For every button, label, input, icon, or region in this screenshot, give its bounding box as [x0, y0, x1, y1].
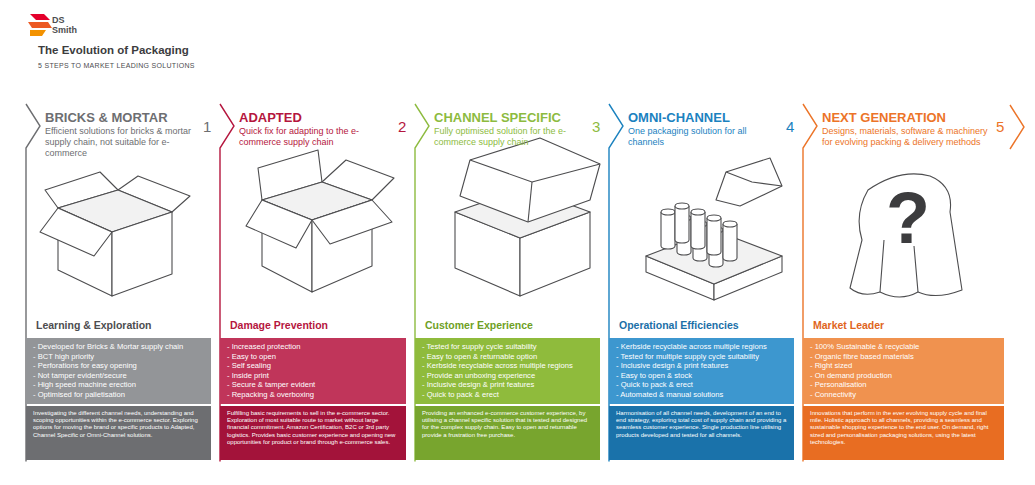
- bullet-text: - Optimised for palletisation: [33, 390, 206, 400]
- description-panel: Innovations that perform in the ever evo…: [803, 406, 1004, 460]
- bullet-text: - Easy to open & returnable option: [422, 352, 595, 362]
- description-text: Harmonisation of all channel needs, deve…: [616, 410, 789, 440]
- bullet-panel: - Increased protection- Easy to open- Se…: [220, 338, 406, 404]
- bullet-text: - Personalisation: [810, 380, 999, 390]
- subtitle: 5 STEPS TO MARKET LEADING SOLUTIONS: [38, 62, 195, 69]
- bullet-text: - Inclusive design & print features: [422, 380, 595, 390]
- bullet-text: - BCT high priority: [33, 352, 206, 362]
- step-subheading: Efficient solutions for bricks & mortar …: [45, 126, 197, 159]
- bullet-text: - Quick to pack & erect: [616, 380, 789, 390]
- bullet-text: - Inside print: [227, 371, 401, 381]
- step-column: ADAPTEDQuick fix for adapting to the e-c…: [219, 100, 414, 462]
- step-heading: BRICKS & MORTAR: [45, 110, 197, 125]
- bullet-text: - Quick to pack & erect: [422, 390, 595, 400]
- bullet-text: - Kerbside recyclable across multiple re…: [616, 342, 789, 352]
- can-top: [691, 209, 705, 215]
- description-text: Innovations that perform in the ever evo…: [810, 410, 999, 447]
- cans: [646, 203, 782, 284]
- step-column: NEXT GENERATIONDesigns, materials, softw…: [802, 100, 1012, 462]
- question-mark: ?: [878, 178, 938, 258]
- band-text: Customer Experience: [425, 319, 600, 332]
- step-number: 2: [398, 118, 406, 135]
- can-body: [661, 212, 675, 249]
- bullet-panel: - Kerbside recyclable across multiple re…: [609, 338, 794, 404]
- band-text: Learning & Exploration: [36, 319, 211, 332]
- can-body: [691, 212, 705, 249]
- band-text: Damage Prevention: [230, 319, 406, 332]
- bullet-text: - Right sized: [810, 361, 999, 371]
- bullet-text: - Not tamper evident/secure: [33, 371, 206, 381]
- bullet-text: - High speed machine erection: [33, 380, 206, 390]
- step-number: 4: [786, 118, 794, 135]
- ds-smith-logo: [28, 14, 52, 36]
- band-label: Operational Efficiencies: [616, 316, 794, 336]
- step-heading: OMNI-CHANNEL: [628, 110, 780, 125]
- description-text: Investigating the different channel need…: [33, 410, 206, 440]
- bullet-text: - Perforations for easy opening: [33, 361, 206, 371]
- bullet-text: - Self sealing: [227, 361, 401, 371]
- can-top: [707, 215, 721, 221]
- band-text: Market Leader: [813, 319, 1004, 332]
- bullet-text: - Inclusive design & print features: [616, 361, 789, 371]
- bullet-text: - Developed for Bricks & Mortar supply c…: [33, 342, 206, 352]
- step-column: OMNI-CHANNELOne packaging solution for a…: [608, 100, 802, 462]
- description-panel: Providing an enhanced e-commerce custome…: [415, 406, 600, 460]
- step-number: 3: [592, 118, 600, 135]
- step-column: BRICKS & MORTAREfficient solutions for b…: [25, 100, 219, 462]
- can-top: [661, 209, 675, 215]
- title: The Evolution of Packaging: [38, 44, 189, 56]
- can-body: [707, 218, 721, 255]
- bullet-text: - Kerbside recyclable across multiple re…: [422, 361, 595, 371]
- can-top: [723, 221, 737, 227]
- bullet-text: - Easy to open: [227, 352, 401, 362]
- bullet-text: - Organic fibre based materials: [810, 352, 999, 362]
- bullet-text: - Repacking & overboxing: [227, 390, 401, 400]
- band-label: Customer Experience: [422, 316, 600, 336]
- step-number: 1: [203, 118, 211, 135]
- bullet-text: - On demand production: [810, 371, 999, 381]
- box-illustrations: [40, 138, 962, 300]
- description-panel: Harmonisation of all channel needs, deve…: [609, 406, 794, 460]
- description-text: Fulfilling basic requirements to sell in…: [227, 410, 401, 447]
- bullet-panel: - Tested for supply cycle suitability- E…: [415, 338, 600, 404]
- bullet-text: - Tested for supply cycle suitability: [422, 342, 595, 352]
- bullet-text: - Tested for multiple supply cycle suita…: [616, 352, 789, 362]
- step-subheading: Designs, materials, software & machinery…: [822, 126, 990, 148]
- bullet-text: - Provide an unboxing experience: [422, 371, 595, 381]
- step-heading: NEXT GENERATION: [822, 110, 990, 125]
- step-number: 5: [996, 118, 1004, 135]
- bullet-text: - Automated & manual solutions: [616, 390, 789, 400]
- bullet-text: - Connectivity: [810, 390, 999, 400]
- logo-text: DS: [52, 15, 65, 25]
- can-body: [675, 206, 689, 243]
- band-label: Learning & Exploration: [33, 316, 211, 336]
- end-chevron: [1010, 105, 1024, 149]
- description-panel: Fulfilling basic requirements to sell in…: [220, 406, 406, 460]
- step-subheading: Fully optimised solution for the e-comme…: [434, 126, 586, 148]
- step-heading: ADAPTED: [239, 110, 392, 125]
- step-subheading: Quick fix for adapting to the e-commerce…: [239, 126, 392, 148]
- band-label: Damage Prevention: [227, 316, 406, 336]
- logo-text: Smith: [52, 25, 77, 35]
- step-column: CHANNEL SPECIFICFully optimised solution…: [414, 100, 608, 462]
- bullet-panel: - Developed for Bricks & Mortar supply c…: [26, 338, 211, 404]
- bullet-text: - 100% Sustainable & recyclable: [810, 342, 999, 352]
- band-text: Operational Efficiencies: [619, 319, 794, 332]
- can-top: [675, 203, 689, 209]
- band-label: Market Leader: [810, 316, 1004, 336]
- step-heading: CHANNEL SPECIFIC: [434, 110, 586, 125]
- bullet-text: - Easy to open & stock: [616, 371, 789, 381]
- bullet-panel: - 100% Sustainable & recyclable- Organic…: [803, 338, 1004, 404]
- step-subheading: One packaging solution for all channels: [628, 126, 780, 148]
- description-panel: Investigating the different channel need…: [26, 406, 211, 460]
- can-body: [723, 224, 737, 261]
- description-text: Providing an enhanced e-commerce custome…: [422, 410, 595, 440]
- bullet-text: - Secure & tamper evident: [227, 380, 401, 390]
- bullet-text: - Increased protection: [227, 342, 401, 352]
